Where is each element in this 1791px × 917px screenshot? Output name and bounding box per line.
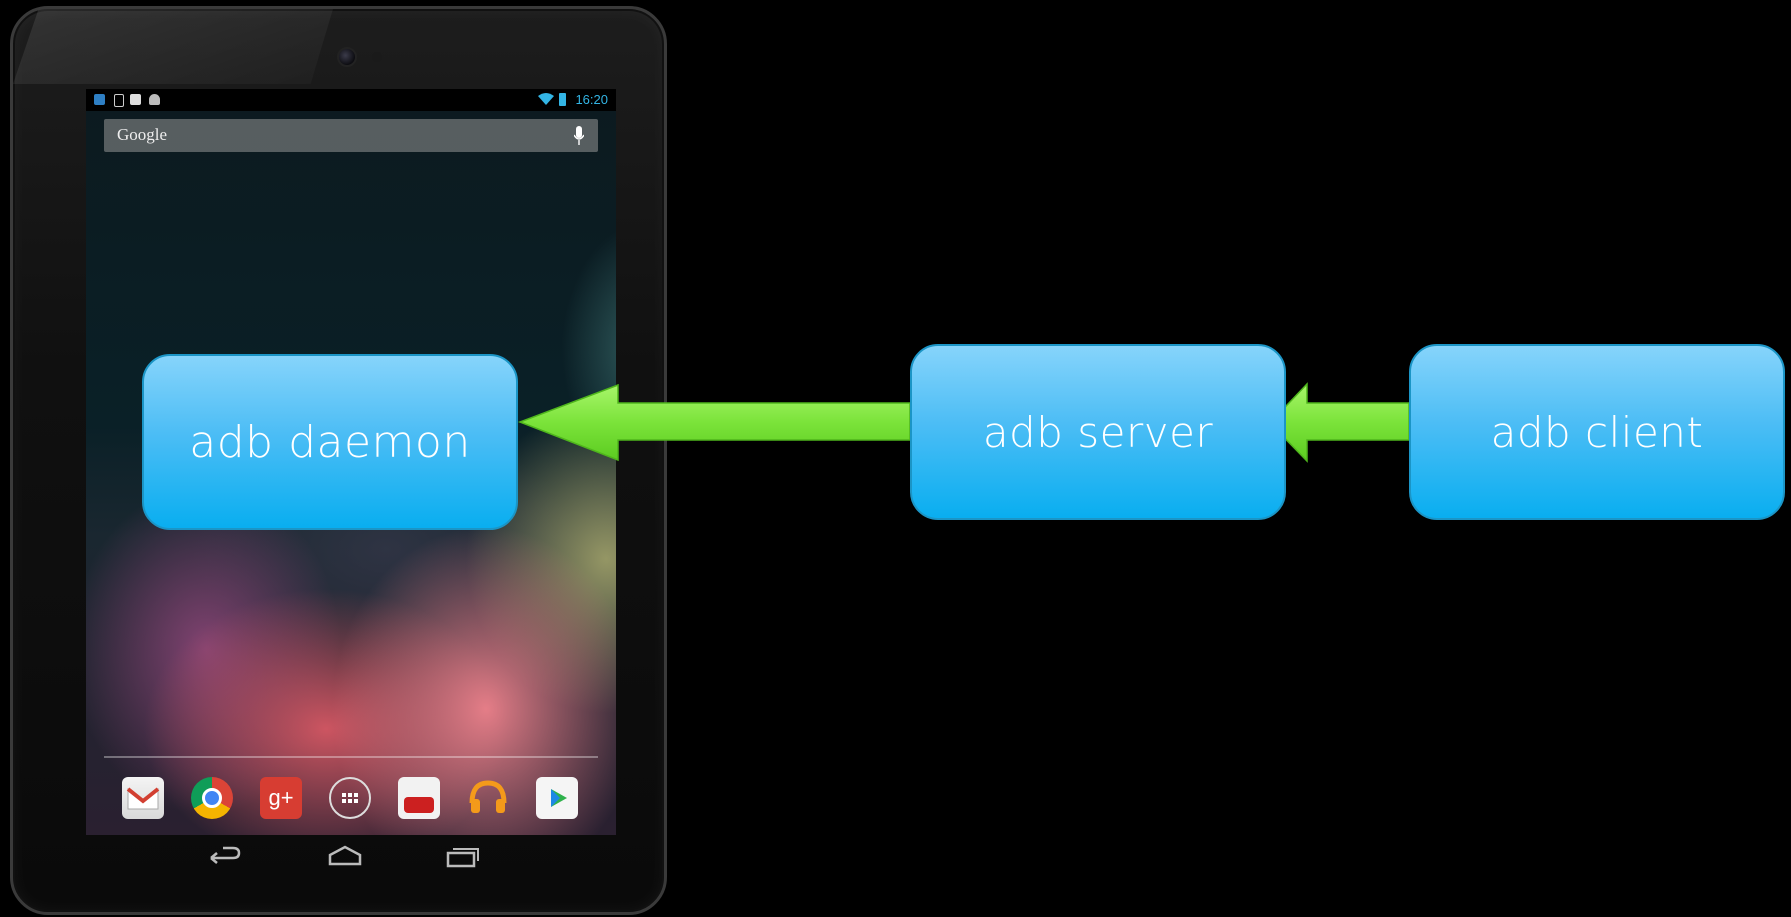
adb-client-label: adb client — [1490, 407, 1704, 457]
google-plus-icon[interactable]: g+ — [260, 777, 302, 819]
dock-divider — [104, 756, 598, 758]
battery-icon — [559, 93, 566, 106]
youtube-icon[interactable] — [398, 777, 440, 819]
app-dock: g+ — [86, 777, 616, 821]
android-notification-icon — [149, 94, 160, 105]
front-camera-icon — [337, 47, 357, 67]
status-time: 16:20 — [575, 92, 608, 107]
phone-notification-icon — [114, 94, 124, 107]
adb-server-node: adb server — [910, 344, 1286, 520]
adb-daemon-node: adb daemon — [142, 354, 518, 530]
adb-client-node: adb client — [1409, 344, 1785, 520]
home-icon[interactable] — [325, 844, 365, 870]
app-drawer-icon[interactable] — [329, 777, 371, 819]
adb-server-label: adb server — [982, 407, 1214, 457]
notification-icon — [94, 94, 105, 105]
back-icon[interactable] — [203, 844, 243, 870]
wifi-icon — [538, 93, 554, 105]
microphone-icon[interactable] — [574, 126, 584, 146]
gmail-icon[interactable] — [122, 777, 164, 819]
play-music-icon[interactable] — [467, 777, 509, 819]
navigation-bar — [193, 844, 493, 874]
arrow-server-to-daemon — [517, 383, 911, 462]
play-store-icon[interactable] — [536, 777, 578, 819]
google-search-bar[interactable]: Google — [104, 119, 598, 152]
arrow-client-to-server — [1268, 382, 1410, 463]
bezel-highlight — [13, 9, 333, 84]
light-sensor — [372, 52, 382, 62]
recents-icon[interactable] — [443, 844, 483, 870]
chrome-icon[interactable] — [191, 777, 233, 819]
play-notification-icon — [130, 94, 141, 105]
google-search-label: Google — [117, 125, 168, 144]
adb-daemon-label: adb daemon — [189, 416, 471, 468]
status-bar: 16:20 — [86, 89, 616, 111]
